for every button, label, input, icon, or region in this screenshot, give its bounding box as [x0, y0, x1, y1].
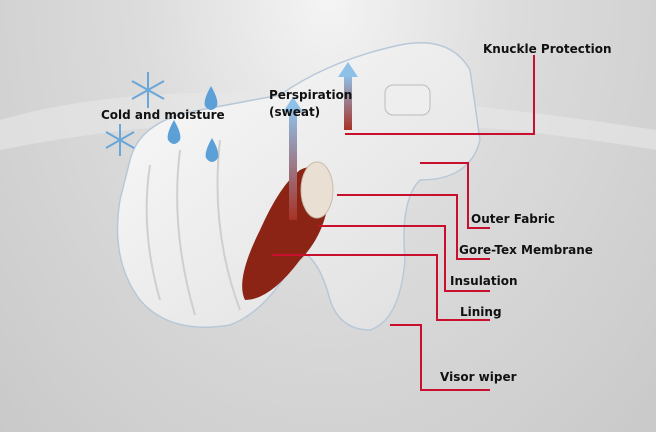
perspiration-arrows: [283, 62, 358, 220]
label-insulation: Insulation: [450, 274, 518, 288]
label-perspiration: Perspiration: [269, 88, 353, 102]
water-drop-icon: [167, 86, 219, 162]
snowflake-icon: [105, 72, 165, 156]
label-cold-moisture: Cold and moisture: [101, 108, 225, 122]
label-knuckle-protection: Knuckle Protection: [483, 42, 612, 56]
label-gore-tex-membrane: Gore-Tex Membrane: [459, 243, 593, 257]
label-visor-wiper: Visor wiper: [440, 370, 517, 384]
leader-lines: [272, 55, 535, 391]
knuckle-pad: [384, 84, 431, 116]
glove-illustration: [116, 42, 481, 331]
label-sweat: (sweat): [269, 105, 321, 119]
label-lining: Lining: [460, 305, 502, 319]
label-outer-fabric: Outer Fabric: [471, 212, 556, 226]
insulation-cuff: [300, 161, 334, 219]
